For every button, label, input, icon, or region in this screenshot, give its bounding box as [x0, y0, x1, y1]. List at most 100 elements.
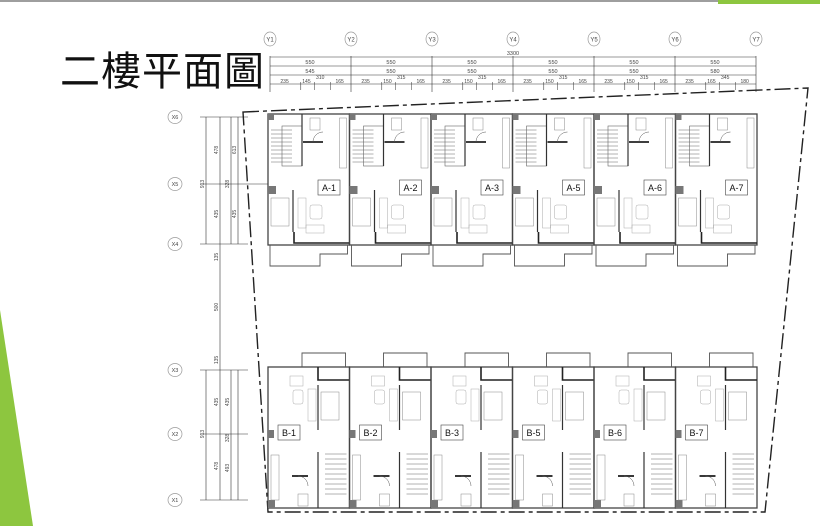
- door-swing: [379, 475, 390, 487]
- unit-label-box: [440, 424, 464, 441]
- unit-label-box: [399, 179, 422, 196]
- partition-wall: [724, 367, 757, 381]
- column: [594, 114, 600, 120]
- sofa: [297, 197, 307, 229]
- dimension-text: 235: [604, 79, 613, 85]
- grid-bubble: [167, 427, 183, 441]
- column: [675, 114, 682, 120]
- column: [512, 430, 519, 438]
- partition-wall: [317, 367, 350, 381]
- table: [455, 389, 467, 405]
- dimension-text: 550: [629, 60, 638, 66]
- column: [594, 430, 600, 438]
- unit-b-1: B-1: [267, 352, 351, 509]
- grid-bubble: [344, 31, 358, 47]
- unit-a-2: A-2: [348, 113, 432, 267]
- dimension-text: 500: [214, 303, 220, 312]
- partition-wall: [700, 232, 757, 244]
- dimension-text: 550: [305, 60, 314, 66]
- partition-wall: [374, 232, 431, 244]
- sofa: [550, 224, 569, 234]
- unit-wall: [430, 113, 514, 246]
- column: [512, 186, 521, 194]
- dimension-text: 150: [545, 79, 554, 85]
- grid-bubble: [749, 31, 763, 47]
- unit-label: A-1: [322, 183, 336, 193]
- site-boundary: [242, 87, 809, 513]
- grid-label: X1: [172, 498, 179, 504]
- dimension-text: 613: [232, 146, 238, 155]
- sofa: [468, 224, 488, 234]
- unit-b-3: B-3: [430, 352, 514, 509]
- unit-label: B-3: [445, 428, 459, 438]
- unit-wall: [674, 113, 758, 246]
- toilet: [705, 493, 716, 507]
- dimension-text: 550: [467, 60, 476, 66]
- top-accent-bar: [718, 0, 820, 4]
- grid-label: X3: [172, 368, 179, 374]
- door-swing: [460, 475, 472, 487]
- bathroom: [483, 391, 503, 421]
- unit-label: A-3: [485, 183, 499, 193]
- grid-label: Y6: [671, 38, 679, 44]
- unit-a-5: A-5: [511, 113, 595, 267]
- dimension-text: 150: [626, 79, 635, 85]
- door-swing: [312, 131, 324, 143]
- unit-label: B-2: [363, 428, 377, 438]
- dimension-text: 913: [200, 180, 206, 189]
- column: [594, 186, 602, 194]
- dimension-text: 435: [214, 210, 220, 219]
- balcony: [677, 245, 756, 267]
- left-accent-triangle: [0, 310, 33, 526]
- armchair: [534, 375, 548, 387]
- toilet: [472, 117, 484, 131]
- armchair: [615, 375, 630, 387]
- kitchen-counter: [746, 117, 755, 169]
- unit-label: A-5: [566, 183, 580, 193]
- balcony: [595, 245, 674, 267]
- column: [431, 430, 437, 438]
- unit-label-box: [480, 179, 504, 196]
- dimension-text: 550: [467, 69, 476, 75]
- column: [512, 114, 519, 120]
- unit-label: A-6: [648, 183, 662, 193]
- bathroom: [678, 197, 697, 227]
- grid-bubble: [167, 237, 183, 251]
- balcony: [269, 245, 348, 267]
- bathroom: [515, 197, 534, 227]
- door-swing: [475, 131, 487, 143]
- armchair: [697, 375, 711, 387]
- toilet: [309, 117, 321, 131]
- unit-label-box: [725, 179, 748, 196]
- bathroom: [320, 391, 340, 421]
- dimension-text: 165: [497, 79, 506, 85]
- unit-label: B-7: [689, 428, 703, 438]
- door-swing: [394, 131, 405, 143]
- unit-label-box: [359, 424, 382, 441]
- door-swing: [705, 475, 716, 487]
- unit-wall: [267, 113, 351, 246]
- bathroom: [565, 391, 584, 421]
- table: [374, 389, 385, 405]
- grid-label: Y1: [266, 38, 274, 44]
- unit-label: B-1: [282, 428, 296, 438]
- partition-wall: [561, 367, 594, 381]
- grid-label: X2: [172, 432, 179, 438]
- kitchen-counter: [678, 454, 687, 501]
- partition-wall: [619, 232, 676, 244]
- grid-label: X4: [172, 242, 179, 248]
- table: [635, 204, 649, 220]
- dimension-text: 235: [523, 79, 532, 85]
- kitchen-counter: [665, 117, 673, 169]
- toilet: [391, 117, 402, 131]
- bathroom: [270, 197, 290, 227]
- column: [268, 500, 275, 508]
- bathroom: [433, 197, 453, 227]
- dimension-text: 345: [721, 75, 730, 81]
- unit-label: B-5: [526, 428, 540, 438]
- balcony: [464, 352, 509, 367]
- column: [349, 186, 358, 194]
- bathroom: [728, 391, 747, 421]
